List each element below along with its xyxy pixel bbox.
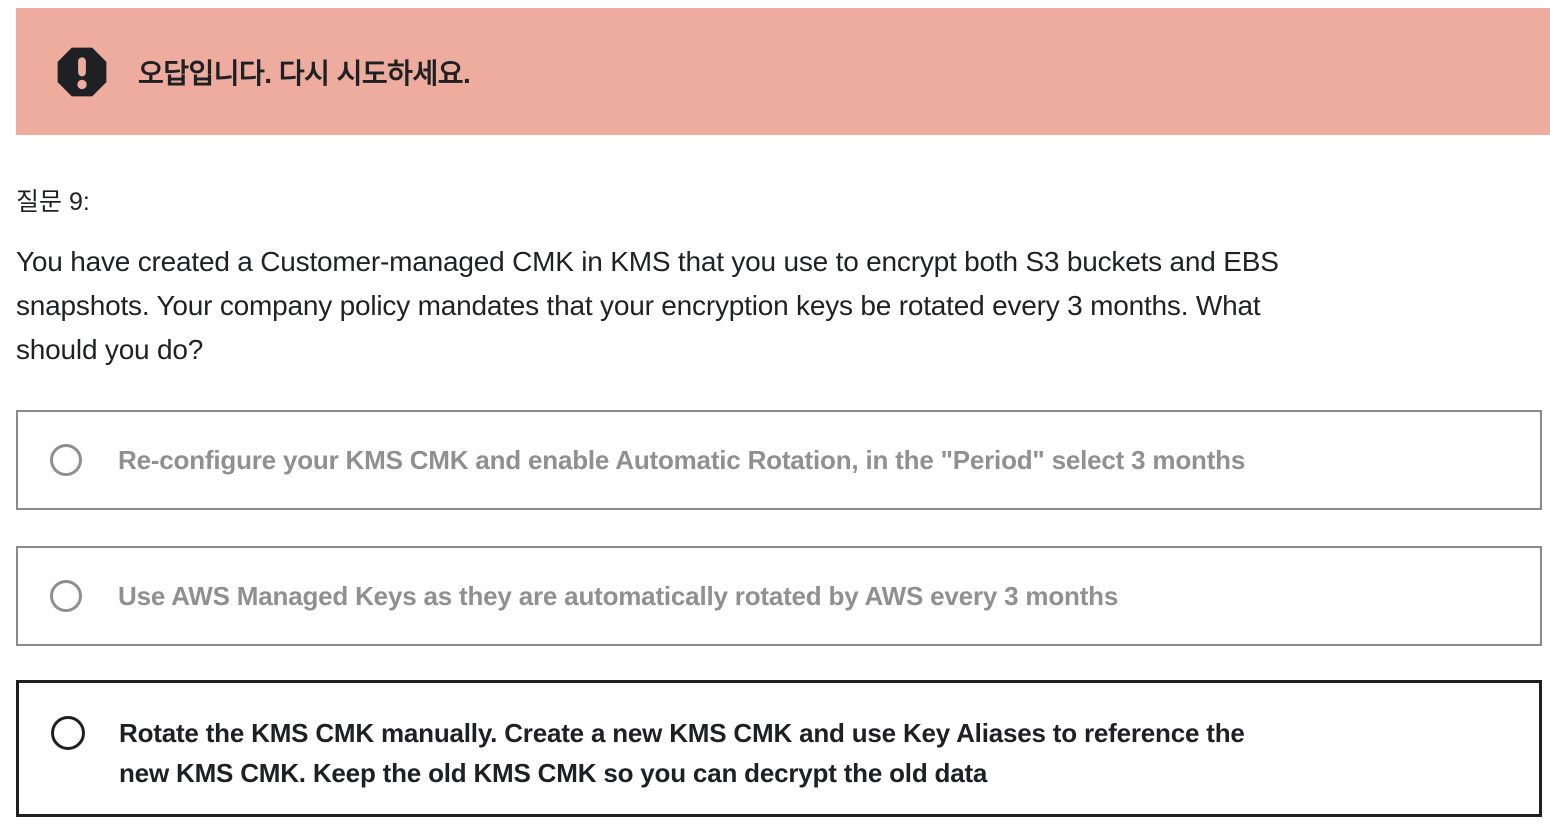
answer-option-1[interactable]: Re-configure your KMS CMK and enable Aut… — [16, 410, 1542, 510]
answer-option-2[interactable]: Use AWS Managed Keys as they are automat… — [16, 546, 1542, 646]
alert-message: 오답입니다. 다시 시도하세요. — [138, 57, 471, 89]
alert-octagon-icon — [57, 47, 107, 96]
radio-button-icon[interactable] — [50, 444, 82, 476]
radio-button-icon[interactable] — [50, 580, 82, 612]
alert-banner: 오답입니다. 다시 시도하세요. — [16, 8, 1550, 135]
radio-button-icon[interactable] — [51, 716, 85, 750]
question-section: 질문 9: You have created a Customer-manage… — [16, 187, 1542, 817]
question-text: You have created a Customer-managed CMK … — [16, 246, 1279, 365]
question-number-label: 질문 9: — [16, 188, 90, 216]
answer-option-label: Re-configure your KMS CMK and enable Aut… — [118, 445, 1246, 475]
answer-option-label: Use AWS Managed Keys as they are automat… — [118, 581, 1119, 611]
answer-option-3[interactable]: Rotate the KMS CMK manually. Create a ne… — [16, 680, 1542, 817]
answer-option-label: Rotate the KMS CMK manually. Create a ne… — [119, 718, 1245, 788]
